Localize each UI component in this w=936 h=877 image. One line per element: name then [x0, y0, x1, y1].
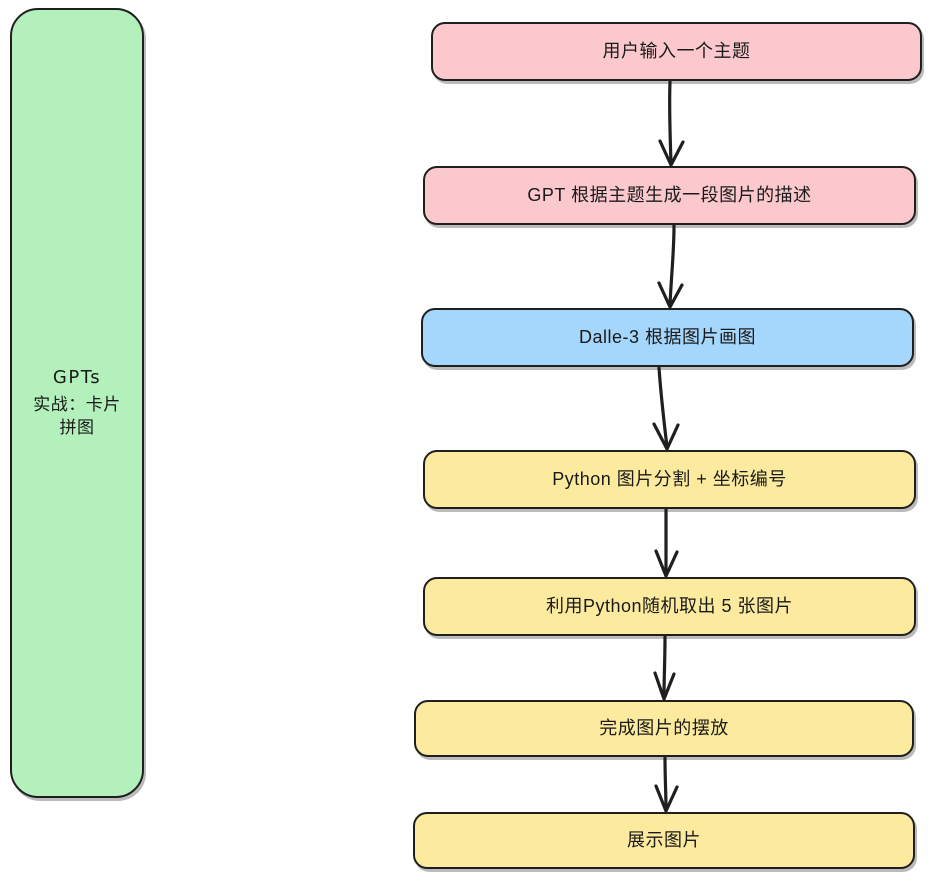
flow-node-finish-layout[interactable]: 完成图片的摆放	[414, 700, 914, 757]
flow-node-label: 利用Python随机取出 5 张图片	[545, 596, 794, 617]
flow-node-label: Dalle-3 根据图片画图	[578, 327, 757, 348]
edge-arrow-2	[657, 224, 684, 309]
flow-node-user-input-topic[interactable]: 用户输入一个主题	[431, 22, 922, 81]
flow-node-label: 完成图片的摆放	[599, 718, 729, 739]
flow-node-show-image[interactable]: 展示图片	[413, 812, 915, 869]
sidebar-context-node[interactable]: GPTs 实战：卡片 拼图	[10, 8, 144, 798]
edge-arrow-1	[658, 80, 685, 167]
edge-arrow-6	[654, 756, 679, 813]
flow-node-python-random-pick-five[interactable]: 利用Python随机取出 5 张图片	[423, 577, 916, 636]
flow-node-label: 展示图片	[627, 830, 701, 851]
flow-node-dalle3-draw-image[interactable]: Dalle-3 根据图片画图	[421, 308, 914, 367]
flow-node-label: GPT 根据主题生成一段图片的描述	[527, 185, 812, 206]
sidebar-title: GPTs	[52, 367, 102, 389]
flow-node-gpt-generate-description[interactable]: GPT 根据主题生成一段图片的描述	[423, 166, 916, 225]
flow-node-label: 用户输入一个主题	[602, 41, 751, 62]
edge-arrow-5	[653, 635, 676, 701]
sidebar-subtitle-line-1: 实战：卡片	[33, 394, 121, 414]
flow-node-label: Python 图片分割 + 坐标编号	[552, 469, 787, 490]
sidebar-subtitle-line-2: 拼图	[59, 417, 95, 437]
edge-arrow-3	[652, 366, 680, 451]
edge-arrow-4	[654, 508, 679, 578]
flow-node-python-split-and-index[interactable]: Python 图片分割 + 坐标编号	[423, 450, 916, 509]
